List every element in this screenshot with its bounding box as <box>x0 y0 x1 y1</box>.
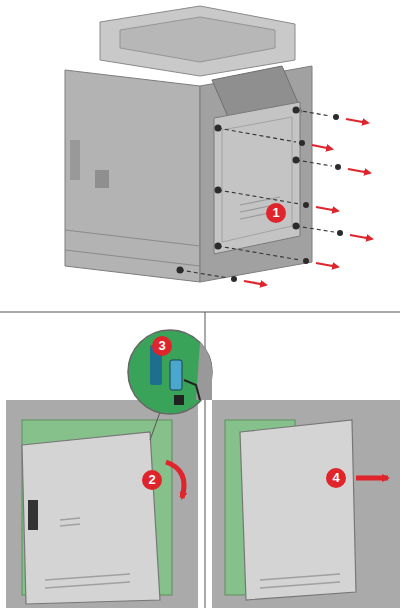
callout-number: 2 <box>142 470 162 490</box>
callout-number: 1 <box>266 203 286 223</box>
callout-number: 4 <box>326 468 346 488</box>
callout-number: 3 <box>152 336 172 356</box>
